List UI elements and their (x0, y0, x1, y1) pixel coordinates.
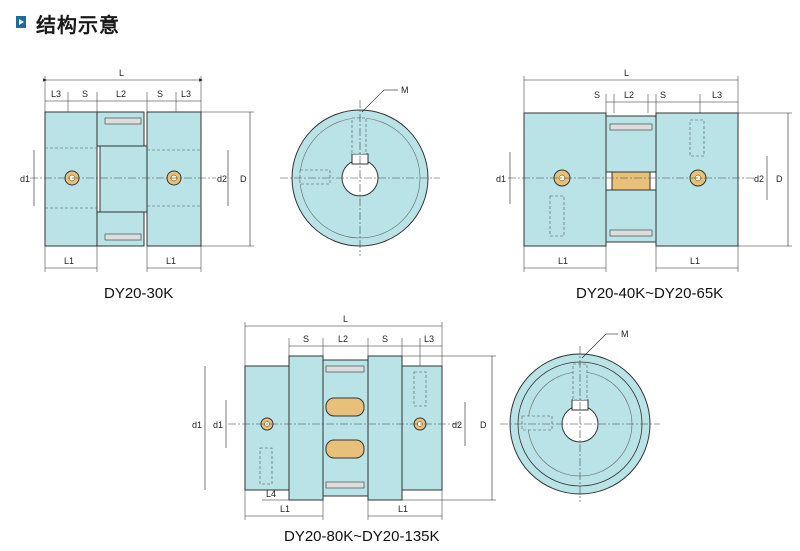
fig1-label-L1b: L1 (166, 256, 176, 266)
fig3-label-D: D (480, 420, 487, 430)
play-icon (16, 16, 26, 28)
fig2-label-d2: d2 (754, 174, 764, 184)
fig1-side-view (30, 76, 254, 272)
fig3-label-Sa: S (303, 334, 309, 344)
fig2-label-Sb: S (660, 90, 666, 100)
fig3-label-M: M (621, 329, 629, 339)
fig1-label-L2: L2 (116, 89, 126, 99)
fig3-label-L: L (343, 314, 348, 324)
fig1-label-L3b: L3 (181, 89, 191, 99)
fig3-label-L4: L4 (266, 489, 276, 499)
fig3-label-d1: d1 (213, 420, 223, 430)
fig1-label-d2: d2 (217, 174, 227, 184)
fig2-label-Sa: S (594, 90, 600, 100)
fig3-label-d2: d2 (452, 420, 462, 430)
section-header: 结构示意 (0, 0, 800, 44)
fig3-label-L1b: L1 (398, 504, 408, 514)
fig3-label-L3: L3 (424, 334, 434, 344)
fig3-end-view (500, 333, 660, 502)
fig3-label-Sb: S (382, 334, 388, 344)
fig2-label-L: L (624, 68, 629, 78)
fig2-label-L1a: L1 (558, 256, 568, 266)
fig3-label-D1: d1 (192, 420, 202, 430)
section-title: 结构示意 (36, 13, 120, 37)
fig2-side-view (508, 76, 792, 272)
fig3-side-view (204, 322, 496, 520)
fig2-caption: DY20-40K~DY20-65K (576, 285, 724, 302)
fig3-label-L2: L2 (338, 334, 348, 344)
fig2-label-D: D (776, 174, 783, 184)
fig1-label-L: L (119, 68, 124, 78)
fig1-end-view (280, 89, 440, 256)
fig2-label-L2: L2 (624, 90, 634, 100)
fig1-caption: DY20-30K (104, 285, 174, 302)
fig3-caption: DY20-80K~DY20-135K (284, 528, 440, 545)
fig1-label-d1: d1 (20, 174, 30, 184)
fig2-label-L3: L3 (712, 90, 722, 100)
fig1-label-Sa: S (82, 89, 88, 99)
fig2-label-d1: d1 (496, 174, 506, 184)
fig1-label-D: D (240, 174, 247, 184)
fig1-label-M: M (401, 85, 409, 95)
fig1-label-Sb: S (157, 89, 163, 99)
fig1-label-L3a: L3 (51, 89, 61, 99)
fig3-label-L1a: L1 (280, 504, 290, 514)
fig2-label-L1b: L1 (690, 256, 700, 266)
fig1-label-L1a: L1 (64, 256, 74, 266)
